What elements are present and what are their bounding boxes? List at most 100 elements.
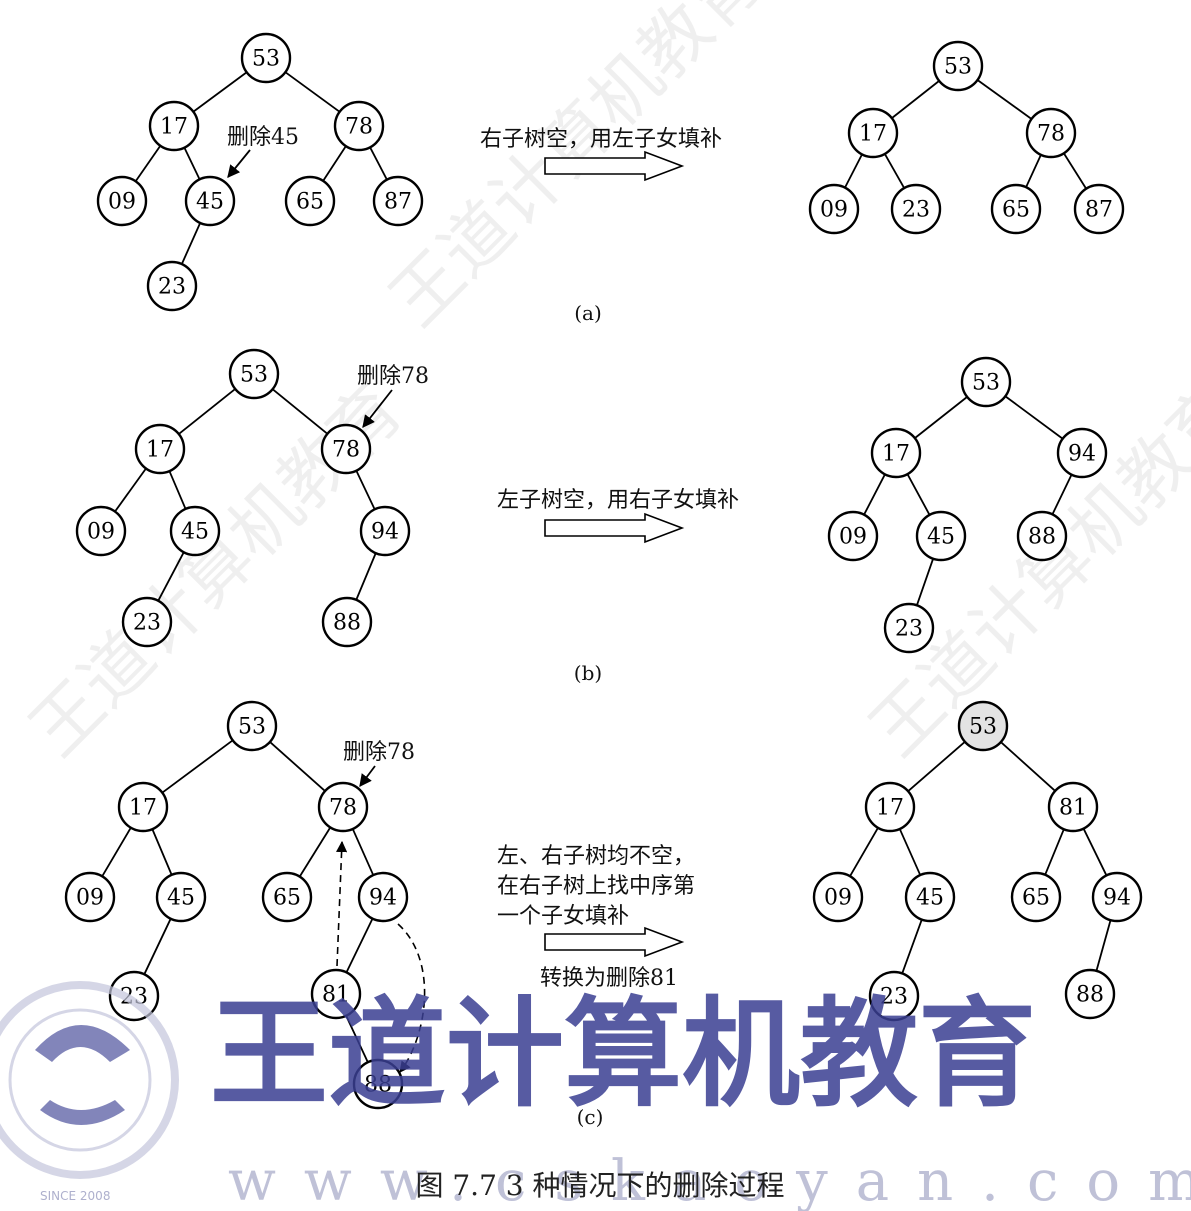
operation-c-arrow-note: 转换为删除81 <box>540 966 678 991</box>
tree-node-78: 78 <box>1025 107 1077 159</box>
edge-17-09 <box>849 827 879 877</box>
tree-node-17: 17 <box>148 100 200 152</box>
tree-node-88: 88 <box>352 1058 404 1110</box>
node-value: 94 <box>1103 886 1131 911</box>
node-circle <box>155 871 207 923</box>
node-value: 45 <box>181 520 209 545</box>
edge-17-09 <box>844 153 863 189</box>
seal-since-text: SINCE 2008 <box>40 1189 110 1203</box>
tree-node-17: 17 <box>864 781 916 833</box>
node-value: 23 <box>158 275 186 300</box>
edge-53-94 <box>1004 395 1064 440</box>
edge-17-45 <box>168 470 187 510</box>
inorder-search-arrow <box>397 923 426 1073</box>
node-value: 09 <box>76 886 104 911</box>
node-circle <box>1064 968 1116 1020</box>
node-circle <box>75 505 127 557</box>
tree-node-45: 45 <box>155 871 207 923</box>
seal-top-swoosh <box>35 1025 130 1062</box>
node-value: 09 <box>820 198 848 223</box>
edge-45-23 <box>916 558 934 606</box>
node-circle <box>812 871 864 923</box>
edge-17-45 <box>906 473 931 516</box>
node-value: 45 <box>927 525 955 550</box>
edge-81-88 <box>345 1015 369 1063</box>
node-value: 09 <box>87 520 115 545</box>
node-circle <box>284 175 336 227</box>
node-circle <box>321 596 373 648</box>
node-circle <box>868 970 920 1022</box>
node-circle <box>357 871 409 923</box>
edge-53-78 <box>284 71 341 113</box>
panel-a-label: (a) <box>574 301 602 325</box>
edge-17-45 <box>183 147 201 180</box>
node-value: 53 <box>252 47 280 72</box>
tree-node-17: 17 <box>847 107 899 159</box>
edge-17-45 <box>898 828 922 876</box>
operation-c-text-line1: 左、右子树均不空， <box>497 844 695 869</box>
tree-node-53: 53 <box>226 700 278 752</box>
node-circle <box>148 100 200 152</box>
node-circle <box>117 781 169 833</box>
transform-arrow-a <box>544 150 685 182</box>
node-circle <box>169 505 221 557</box>
annotation-a: 删除45 <box>227 125 299 178</box>
edge-17-09 <box>114 467 147 513</box>
node-circle <box>352 1058 404 1110</box>
annotation-c-text: 删除78 <box>343 740 415 765</box>
edge-94-88 <box>355 552 377 601</box>
edge-53-78 <box>976 79 1033 120</box>
tree-node-17: 17 <box>117 781 169 833</box>
node-value: 87 <box>384 190 412 215</box>
node-circle <box>226 700 278 752</box>
node-circle <box>134 423 186 475</box>
tree-node-87: 87 <box>372 175 424 227</box>
node-circle <box>960 356 1012 408</box>
annotation-c: 删除78 <box>343 740 415 788</box>
node-value: 94 <box>1068 442 1096 467</box>
edge-17-09 <box>101 827 132 877</box>
tree-node-09: 09 <box>96 175 148 227</box>
node-value: 17 <box>160 115 188 140</box>
node-value: 09 <box>108 190 136 215</box>
brand-watermark-text: 王道计算机教育 <box>210 985 1036 1123</box>
tree-node-53: 53 <box>960 356 1012 408</box>
node-value: 09 <box>824 886 852 911</box>
node-circle <box>915 510 967 562</box>
node-value: 78 <box>1037 122 1065 147</box>
edge-53-78 <box>269 741 326 792</box>
panel-c-label: (c) <box>577 1105 604 1129</box>
node-value: 45 <box>196 190 224 215</box>
tree-node-65: 65 <box>284 175 336 227</box>
node-value: 23 <box>133 611 161 636</box>
edge-53-78 <box>272 388 328 435</box>
edge-78-65 <box>1025 154 1042 188</box>
edge-17-23 <box>884 153 905 189</box>
tree-node-78: 78 <box>317 781 369 833</box>
node-circle <box>1056 427 1108 479</box>
node-circle <box>228 348 280 400</box>
tree-node-23: 23 <box>890 183 942 235</box>
tree-node-65: 65 <box>261 871 313 923</box>
edge-17-09 <box>134 145 162 182</box>
tree-node-53: 53 <box>932 40 984 92</box>
tree-node-53: 53 <box>228 348 280 400</box>
annotation-b-arrow <box>362 389 393 428</box>
edge-78-94 <box>351 828 375 876</box>
node-circle <box>904 871 956 923</box>
edge-78-87 <box>369 146 388 181</box>
tree-node-94: 94 <box>357 871 409 923</box>
node-value: 17 <box>129 796 157 821</box>
tree-node-88: 88 <box>1016 510 1068 562</box>
node-value: 65 <box>1022 886 1050 911</box>
node-value: 88 <box>1076 983 1104 1008</box>
annotation-b: 删除78 <box>357 364 429 428</box>
tree-node-23: 23 <box>146 260 198 312</box>
seal-outer-ring <box>0 981 179 1179</box>
annotation-a-arrow <box>227 149 251 178</box>
edge-53-17 <box>178 388 236 435</box>
node-value: 78 <box>345 115 373 140</box>
